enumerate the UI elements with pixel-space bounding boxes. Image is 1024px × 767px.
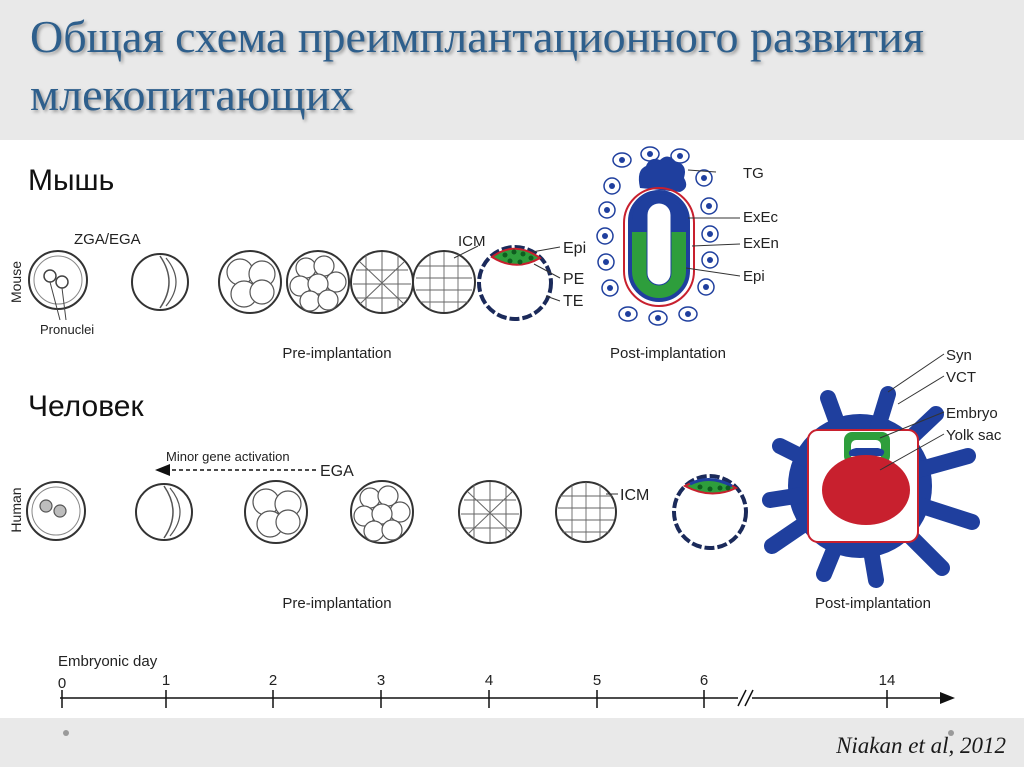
human-side-label: Human (8, 487, 24, 532)
embryo-label: Embryo (946, 405, 998, 422)
ega-label: EGA (320, 463, 354, 480)
exec-label: ExEc (743, 209, 779, 226)
human-4-cell-embryo (245, 481, 307, 543)
mouse-blastocyst (479, 247, 560, 319)
pronuclei-label: Pronuclei (40, 322, 94, 337)
mouse-zygote (29, 251, 87, 320)
mouse-4-cell-embryo (219, 251, 281, 313)
timeline-tick-0: 0 (58, 675, 66, 692)
human-icm-label: ICM (620, 487, 649, 504)
human-2-cell-embryo (136, 484, 192, 540)
human-post-implantation-label: Post-implantation (815, 595, 931, 612)
mouse-post-implantation-label: Post-implantation (610, 345, 726, 362)
mouse-pe-label: PE (563, 271, 584, 288)
mouse-icm-label: ICM (458, 233, 486, 250)
human-pre-implantation-label: Pre-implantation (282, 595, 391, 612)
exen-label: ExEn (743, 235, 779, 252)
zga-label: ZGA/EGA (74, 231, 141, 248)
axis-break-mark (738, 690, 746, 706)
timeline-tick-1: 1 (162, 672, 170, 689)
development-diagram: Мышь Mouse ZGA/EGA Pronuclei (0, 140, 1024, 718)
timeline-tick-5: 5 (593, 672, 601, 689)
timeline-tick-2: 2 (269, 672, 277, 689)
mouse-egg-cylinder (597, 147, 740, 325)
timeline-tick-4: 4 (485, 672, 493, 689)
footer-dot-left (63, 730, 69, 736)
mouse-epi-label: Epi (563, 240, 586, 257)
human-8-cell-embryo (351, 481, 413, 543)
mouse-2-cell-embryo (132, 254, 188, 310)
mouse-pre-implantation-label: Pre-implantation (282, 345, 391, 362)
timeline-tick-14: 14 (879, 672, 896, 689)
human-conceptus (770, 354, 972, 580)
mouse-heading: Мышь (28, 164, 114, 197)
mouse-te-label: TE (563, 293, 583, 310)
vct-label: VCT (946, 369, 976, 386)
human-morula (459, 481, 521, 543)
human-heading: Человек (28, 390, 144, 423)
syn-label: Syn (946, 347, 972, 364)
slide-title: Общая схема преимплантационного развития… (30, 8, 1020, 124)
citation: Niakan et al, 2012 (836, 733, 1006, 759)
embryonic-day-label: Embryonic day (58, 653, 158, 670)
minor-gene-activation-label: Minor gene activation (166, 449, 290, 464)
mouse-8-cell-embryo (287, 251, 349, 313)
mouse-side-label: Mouse (8, 261, 24, 303)
human-blastocyst (674, 476, 746, 548)
human-early-blastocyst (556, 482, 618, 542)
mouse-early-blastocyst (413, 246, 478, 313)
mouse-morula (351, 251, 413, 313)
human-zygote (27, 482, 85, 540)
timeline-tick-6: 6 (700, 672, 708, 689)
tg-label: TG (743, 165, 764, 182)
mouse-post-epi-label: Epi (743, 268, 765, 285)
yolk-sac-label: Yolk sac (946, 427, 1002, 444)
timeline-axis (60, 690, 952, 708)
timeline-tick-3: 3 (377, 672, 385, 689)
